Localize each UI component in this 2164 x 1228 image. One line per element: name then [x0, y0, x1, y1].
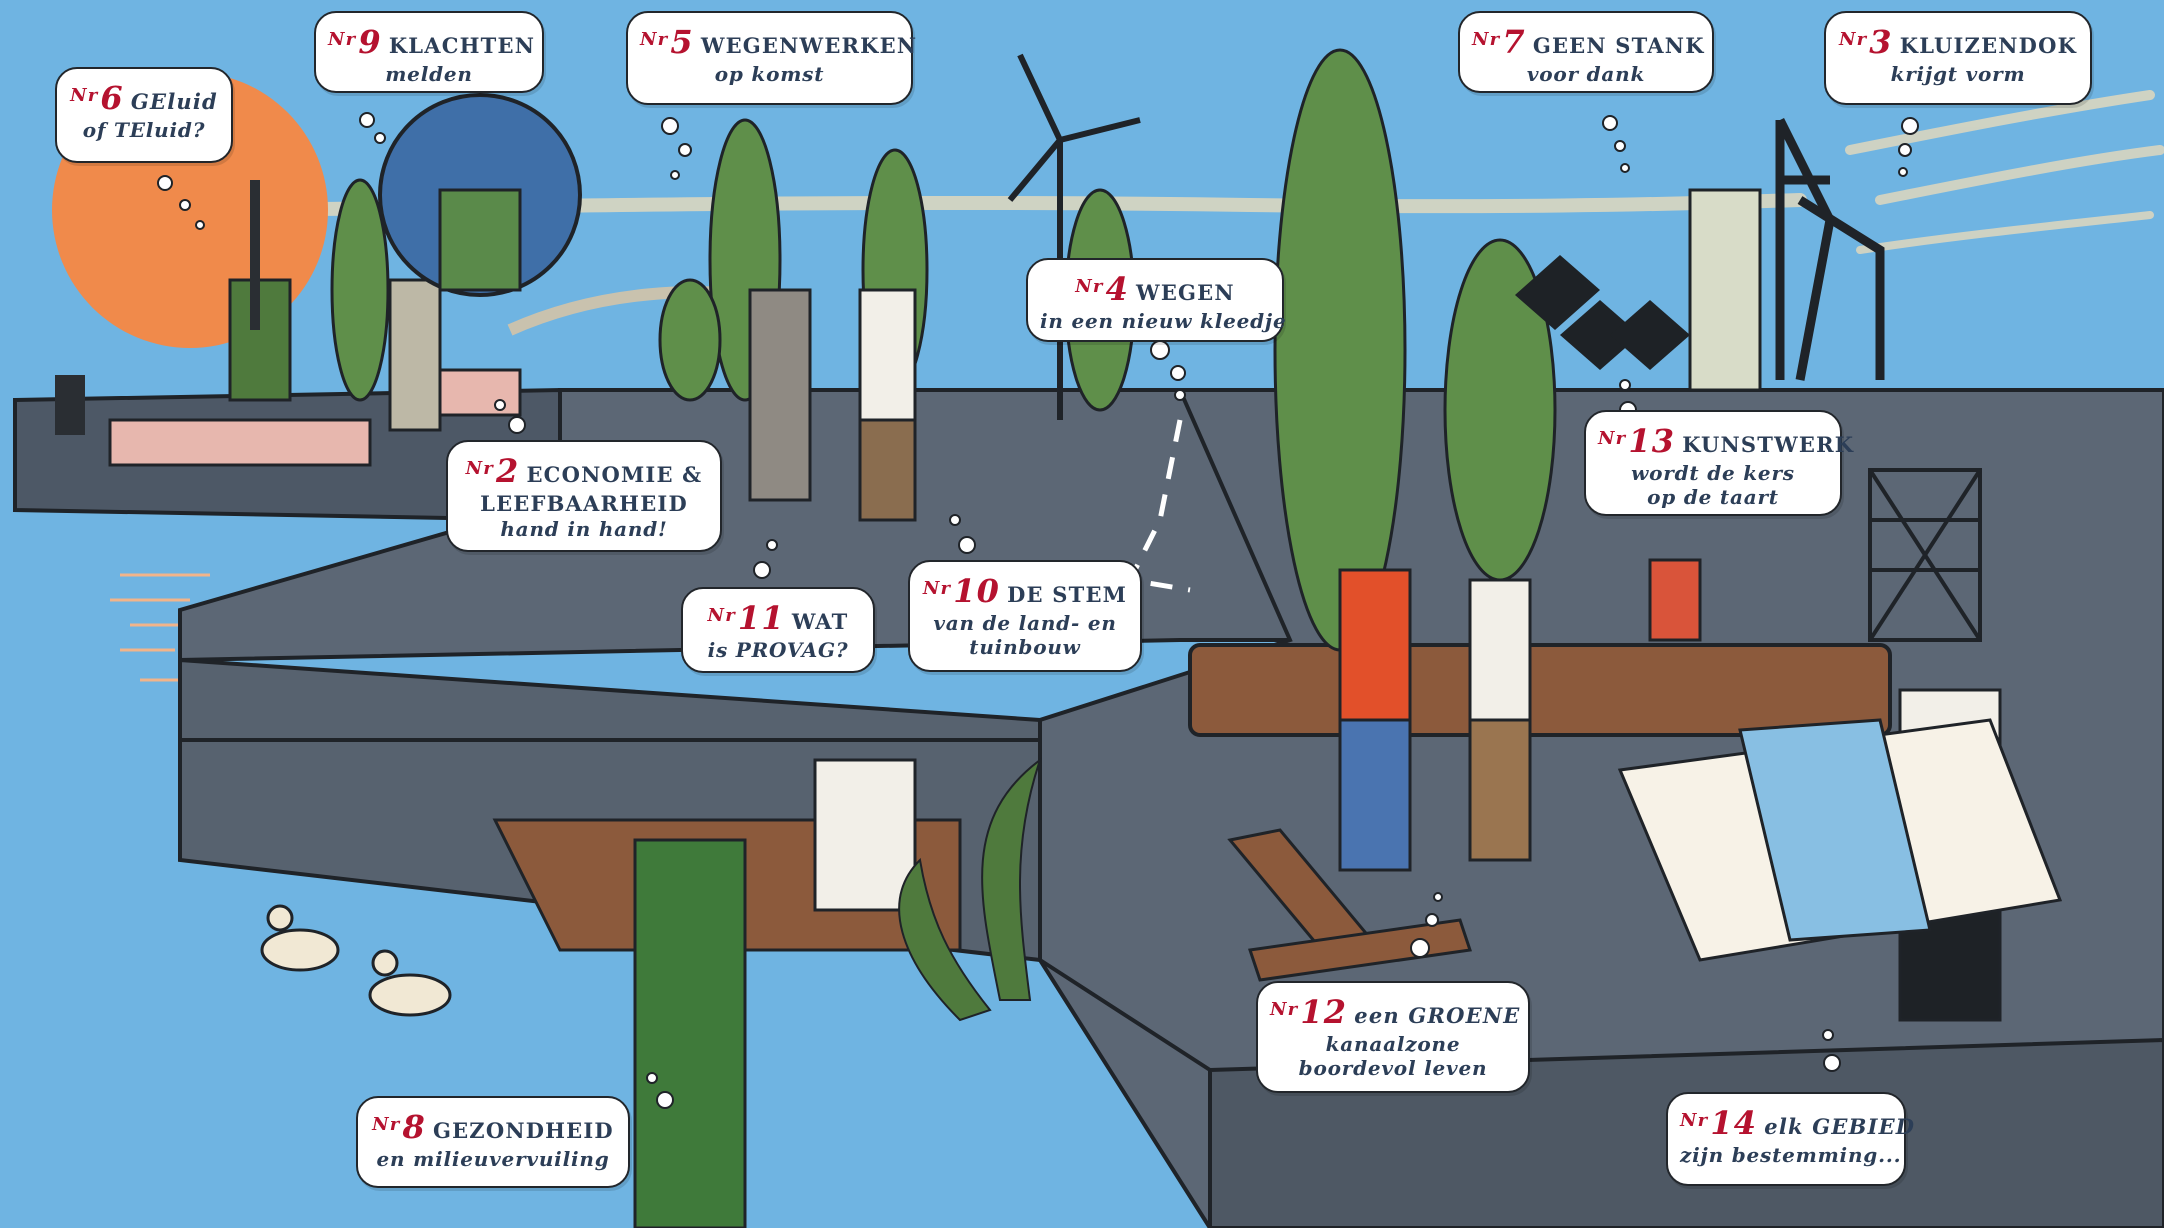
- bubble-nr-prefix: Nr: [372, 1114, 401, 1135]
- bubble-nr-prefix: Nr: [1598, 428, 1627, 449]
- industrial-island: [13, 178, 562, 523]
- bubble-nr-prefix: Nr: [70, 85, 99, 106]
- bubble-title: DE STEM: [1007, 582, 1128, 607]
- bubble-nr-prefix: Nr: [707, 605, 736, 626]
- bubble-number: 13: [1628, 422, 1676, 460]
- bubble-number: 5: [670, 23, 694, 61]
- bubble-nr-prefix: Nr: [465, 458, 494, 479]
- bubble-line2: van de land- en: [933, 611, 1117, 636]
- bubble-nr-prefix: Nr: [640, 29, 669, 50]
- bubble-line3: hand in hand!: [500, 516, 668, 541]
- bubble-title: KLUIZENDOK: [1899, 33, 2078, 58]
- bubble-nr-prefix: Nr: [922, 578, 952, 599]
- bubble-subtitle: melden: [385, 62, 473, 87]
- bubble-number: 4: [1105, 270, 1130, 308]
- bubble-number: 7: [1502, 23, 1526, 61]
- reeds: [898, 757, 1042, 1022]
- bubble-nr-prefix: Nr: [328, 29, 357, 50]
- bubble-nr-prefix: Nr: [1472, 29, 1501, 50]
- bubble-subtitle: in een nieuw kleedje: [1040, 309, 1287, 334]
- bubble-line2: wordt de kers: [1631, 461, 1795, 486]
- artwork-sculpture: [1515, 255, 1690, 370]
- bubble-title: een GROENE: [1354, 1003, 1521, 1028]
- bubble-number: 6: [100, 79, 124, 117]
- complaint-person: [438, 188, 522, 292]
- sitting-man: [813, 758, 917, 912]
- bubble-line2: kanaalzone: [1325, 1032, 1461, 1057]
- bubble-line2: LEEFBAARHEID: [480, 491, 688, 517]
- bubble-title: GEluid: [130, 89, 218, 114]
- bubble-title: WEGENWERKEN: [700, 33, 918, 58]
- bubble-subtitle: op komst: [714, 62, 825, 87]
- scaffold: [1868, 468, 1982, 642]
- bubble-nr-prefix: Nr: [1075, 276, 1104, 297]
- bubble-title: KUNSTWERK: [1682, 432, 1855, 457]
- chemist-apron: [633, 838, 747, 1228]
- thought-dots: [157, 112, 1919, 1109]
- bubble-title: GEEN STANK: [1532, 33, 1705, 58]
- bubble-nr-prefix: Nr: [1270, 999, 1299, 1020]
- bubble-number: 12: [1300, 993, 1348, 1031]
- bubble-number: 11: [737, 599, 785, 637]
- bubble-subtitle: voor dank: [1526, 62, 1646, 87]
- bubble-number: 14: [1710, 1104, 1758, 1142]
- water-reflections: [110, 573, 210, 682]
- bubble-number: 3: [1869, 23, 1893, 61]
- bubble-subtitle: is PROVAG?: [707, 638, 849, 663]
- bubble-number: 10: [953, 572, 1001, 610]
- harbour-crane: [1775, 117, 1885, 381]
- bubble-subtitle: krijgt vorm: [1890, 62, 2026, 87]
- bubble-title: elk GEBIED: [1764, 1114, 1916, 1139]
- bubble-title: ECONOMIE &: [526, 462, 703, 487]
- bubble-title: WAT: [791, 609, 849, 634]
- bubble-title: KLACHTEN: [388, 33, 536, 58]
- bubble-nr-prefix: Nr: [1838, 29, 1868, 50]
- ducks: [260, 904, 452, 1017]
- bubble-line3: tuinbouw: [969, 635, 1081, 660]
- blueprint-map: [1738, 718, 1932, 942]
- bubble-subtitle: zijn bestemming...: [1680, 1143, 1902, 1168]
- bubble-nr-prefix: Nr: [1680, 1110, 1709, 1131]
- bubble-subtitle: en milieuvervuiling: [376, 1147, 610, 1172]
- bubble-subtitle: of TEluid?: [82, 118, 206, 143]
- bubble-number: 2: [496, 452, 520, 490]
- bubble-title: GEZONDHEID: [432, 1118, 614, 1143]
- bubble-line3: op de taart: [1647, 485, 1779, 510]
- bubble-number: 9: [358, 23, 382, 61]
- bubble-title: WEGEN: [1136, 280, 1235, 305]
- planks: [1227, 828, 1472, 982]
- bubble-number: 8: [402, 1108, 426, 1146]
- bubble-line3: boordevol leven: [1298, 1056, 1488, 1081]
